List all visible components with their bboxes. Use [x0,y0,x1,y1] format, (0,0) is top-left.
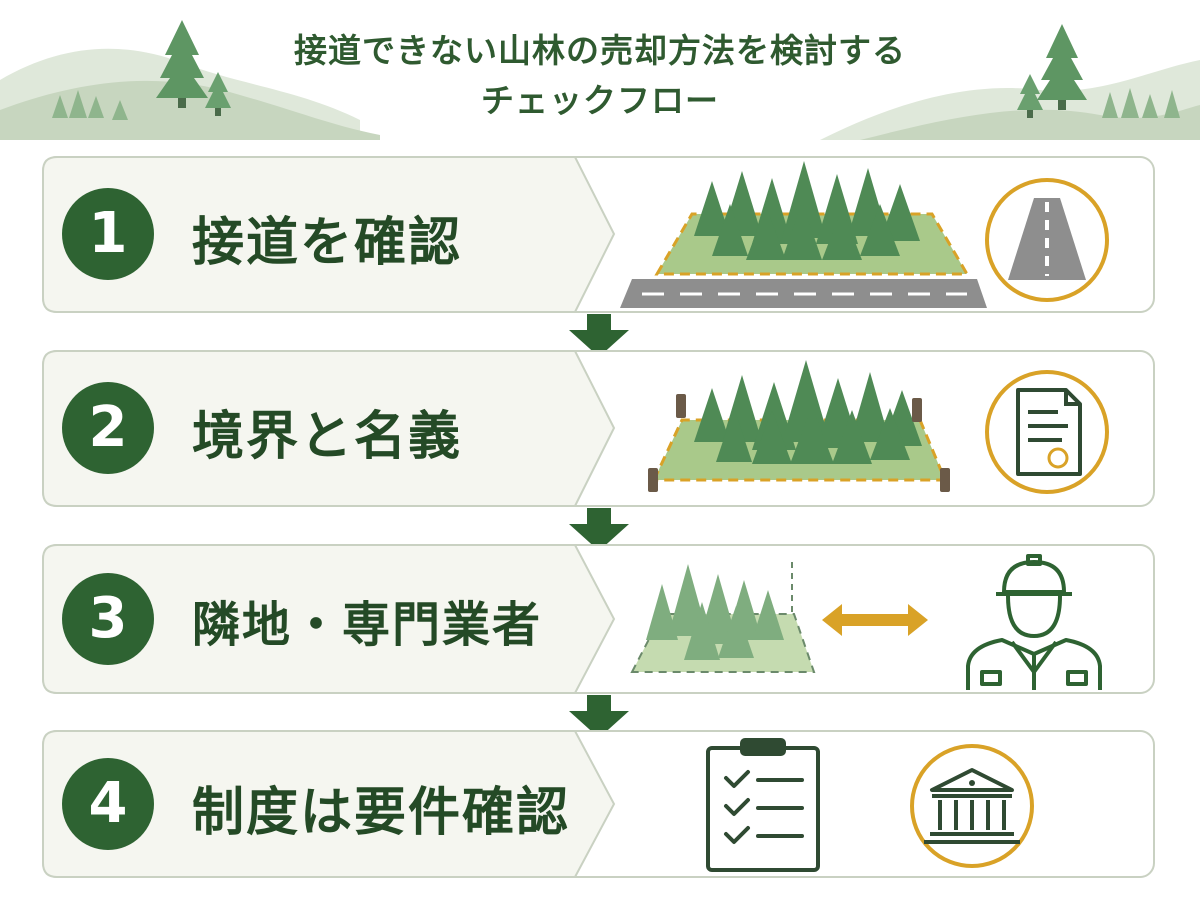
step-4-number-badge: 4 [62,758,154,850]
header-tree-row-left [52,90,128,120]
clipboard-checklist-icon [706,738,820,872]
header-tree-right-large [1037,24,1087,110]
step-1-panel: 1 接道を確認 [42,156,1155,313]
government-building-icon [910,744,1034,868]
header-tree-row-right [1102,88,1180,118]
two-way-arrow-icon [822,604,928,636]
step-4-panel: 4 制度は要件確認 [42,730,1155,878]
neighboring-forest-plot-icon [630,562,816,673]
header-tree-left-small [205,72,231,116]
step-3-number-badge: 3 [62,573,154,665]
header-landscape [0,20,1200,140]
step-2-label: 境界と名義 [192,407,463,467]
step-4-panel-shape [42,730,1155,878]
step-3-illustrations [630,554,1102,690]
page-title: 接道できない山林の売却方法を検討する チェックフロー [200,26,1000,126]
flow-arrow-1-to-2 [569,314,629,357]
step-3-panel-shape [42,544,1155,694]
step-3-label: 隣地・専門業者 [192,597,543,653]
step-1-label: 接道を確認 [192,213,463,273]
forest-plot-with-road-icon [620,161,987,308]
step-4-label: 制度は要件確認 [192,783,571,843]
step-3-panel: 3 隣地・専門業者 [42,544,1155,694]
step-2-illustrations [648,360,1109,494]
step-4-illustrations [706,738,1034,872]
step-2-panel: 2 境界と名義 [42,350,1155,507]
flow-arrow-2-to-3 [569,508,629,551]
document-icon [985,370,1109,494]
step-1-illustrations [620,161,1109,308]
flow-arrow-3-to-4 [569,695,629,738]
header-tree-left-large [156,20,208,108]
forest-plot-with-boundary-stakes-icon [648,360,950,492]
header-tree-right-small [1017,74,1043,118]
road-icon [985,178,1109,302]
worker-with-helmet-icon [966,554,1102,690]
page-title-line-1: 接道できない山林の売却方法を検討する [294,31,906,70]
step-2-number-badge: 2 [62,382,154,474]
page-title-line-2: チェックフロー [481,81,719,120]
step-1-number-badge: 1 [62,188,154,280]
